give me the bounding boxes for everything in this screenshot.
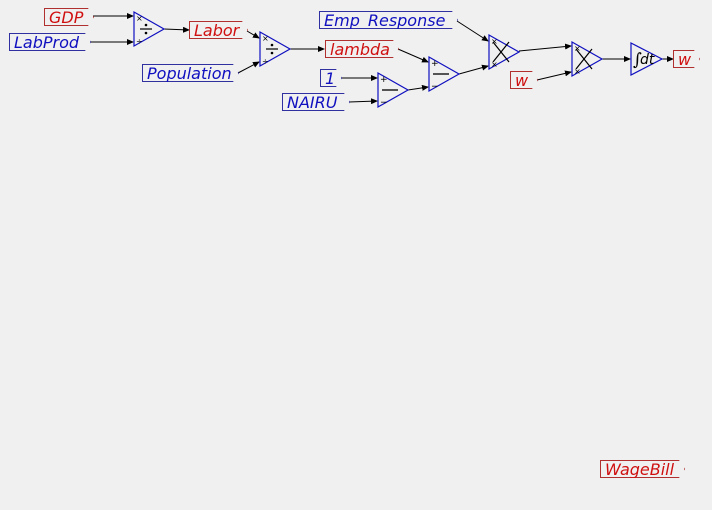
- wire-labor-divide2: [246, 30, 260, 39]
- svg-text:×: ×: [491, 37, 498, 46]
- svg-text:−: −: [380, 98, 388, 108]
- variable-w-output[interactable]: w: [673, 50, 700, 68]
- variable-labor[interactable]: Labor: [189, 21, 248, 39]
- wire-nairu-subtract1: [348, 98, 378, 105]
- integrate-operator[interactable]: ∫ dt: [630, 42, 664, 80]
- variable-emp-response[interactable]: Emp_Response: [319, 11, 458, 29]
- wire-divide1-labor: [163, 26, 190, 33]
- svg-text:×: ×: [491, 60, 498, 69]
- divide-operator-2[interactable]: × ÷: [259, 30, 292, 71]
- svg-text:+: +: [380, 75, 388, 85]
- variable-nairu[interactable]: NAIRU: [282, 93, 350, 111]
- svg-text:÷: ÷: [262, 57, 269, 66]
- variable-lambda[interactable]: lambda: [325, 40, 399, 58]
- svg-text:×: ×: [136, 14, 143, 23]
- wire-population-divide2: [237, 61, 260, 74]
- svg-text:×: ×: [574, 44, 581, 53]
- multiply-icon: [575, 48, 593, 70]
- divide-operator-1[interactable]: × ÷: [133, 10, 166, 51]
- svg-text:−: −: [431, 82, 439, 92]
- variable-population[interactable]: Population: [142, 64, 239, 82]
- wire-multiply1-multiply2: [518, 43, 572, 52]
- wire-lambda-subtract2: [397, 48, 429, 63]
- variable-labprod[interactable]: LabProd: [9, 33, 91, 51]
- variable-gdp[interactable]: GDP: [44, 8, 94, 26]
- multiply-operator-2[interactable]: × ×: [571, 40, 604, 81]
- variable-wagebill[interactable]: WageBill: [600, 460, 685, 478]
- multiply-operator-1[interactable]: × ×: [488, 33, 521, 74]
- wire-w-multiply2: [536, 70, 572, 81]
- variable-w-input[interactable]: w: [510, 71, 538, 89]
- subtract-operator-2[interactable]: + −: [428, 55, 461, 96]
- svg-text:÷: ÷: [136, 37, 143, 46]
- divide-icon: [266, 43, 278, 55]
- divide-icon: [140, 23, 152, 35]
- svg-text:+: +: [431, 59, 439, 69]
- subtract-operator-1[interactable]: + −: [377, 71, 410, 112]
- wire-empresponse-multiply1: [456, 20, 489, 42]
- integrate-label: dt: [640, 52, 655, 68]
- svg-text:×: ×: [574, 67, 581, 76]
- integral-icon: ∫: [633, 50, 642, 70]
- wire-subtract1-subtract2: [407, 84, 429, 91]
- constant-one[interactable]: 1: [320, 69, 342, 87]
- multiply-icon: [492, 41, 510, 63]
- svg-text:×: ×: [262, 34, 269, 43]
- wire-subtract2-multiply1: [458, 64, 489, 75]
